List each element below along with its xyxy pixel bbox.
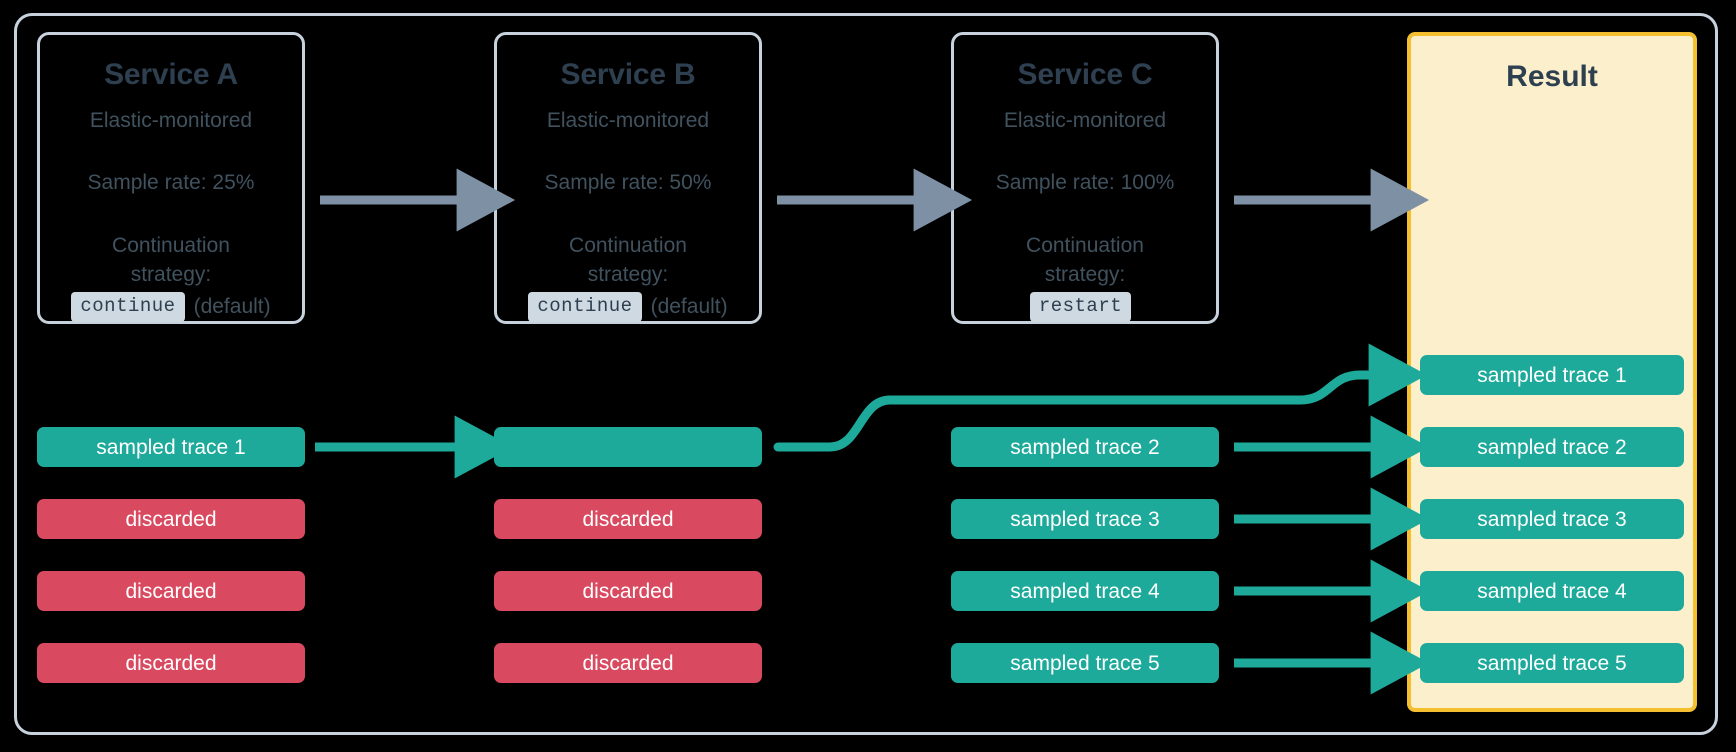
list-item: sampled trace 1 — [37, 427, 305, 467]
service-b-strategy-value-row: continue (default) — [497, 292, 759, 322]
service-b-strategy-note: (default) — [650, 295, 728, 318]
list-item: discarded — [494, 499, 762, 539]
service-c-strategy-label-line1: Continuation — [1026, 233, 1144, 257]
service-a-subtitle: Elastic-monitored — [89, 109, 253, 132]
list-item — [494, 427, 762, 467]
service-b-strategy-chip: continue — [528, 292, 642, 322]
service-c-strategy-label-line2: strategy: — [1044, 263, 1126, 287]
list-item: sampled trace 5 — [1420, 643, 1684, 683]
service-a-strategy-label: Continuation strategy: — [40, 231, 302, 291]
service-b-strategy-label-line1: Continuation — [569, 233, 687, 257]
service-c-strategy-value-row: restart — [954, 292, 1216, 322]
list-item: discarded — [37, 643, 305, 683]
list-item: sampled trace 1 — [1420, 355, 1684, 395]
list-item: sampled trace 4 — [951, 571, 1219, 611]
service-a-title: Service A — [104, 58, 238, 91]
service-b-title: Service B — [560, 58, 696, 91]
service-a-strategy-note: (default) — [193, 295, 271, 318]
list-item: discarded — [494, 571, 762, 611]
list-item: sampled trace 5 — [951, 643, 1219, 683]
list-item: discarded — [37, 499, 305, 539]
service-c-strategy-chip: restart — [1029, 292, 1132, 322]
list-item: sampled trace 2 — [951, 427, 1219, 467]
service-a-strategy-value-row: continue (default) — [40, 292, 302, 322]
list-item: discarded — [37, 571, 305, 611]
service-a-strategy-label-line1: Continuation — [112, 233, 230, 257]
list-item: discarded — [494, 643, 762, 683]
service-c-strategy-label: Continuation strategy: — [954, 231, 1216, 291]
service-b-subtitle: Elastic-monitored — [546, 109, 710, 132]
outer-frame — [14, 13, 1718, 735]
service-a-strategy-label-line2: strategy: — [130, 263, 212, 287]
list-item: sampled trace 3 — [951, 499, 1219, 539]
list-item: sampled trace 3 — [1420, 499, 1684, 539]
service-card-c: Service C Elastic-monitored Sample rate:… — [951, 32, 1219, 324]
service-card-b: Service B Elastic-monitored Sample rate:… — [494, 32, 762, 324]
list-item: sampled trace 2 — [1420, 427, 1684, 467]
service-b-strategy-label: Continuation strategy: — [497, 231, 759, 291]
service-card-a: Service A Elastic-monitored Sample rate:… — [37, 32, 305, 324]
service-a-sample-rate: Sample rate: 25% — [87, 171, 255, 195]
service-a-strategy-chip: continue — [71, 292, 185, 322]
list-item: sampled trace 4 — [1420, 571, 1684, 611]
service-b-sample-rate: Sample rate: 50% — [544, 171, 712, 195]
service-c-subtitle: Elastic-monitored — [1003, 109, 1167, 132]
service-c-sample-rate: Sample rate: 100% — [995, 171, 1175, 195]
service-c-title: Service C — [1017, 58, 1153, 91]
result-title: Result — [1506, 60, 1598, 93]
service-b-strategy-label-line2: strategy: — [587, 263, 669, 287]
